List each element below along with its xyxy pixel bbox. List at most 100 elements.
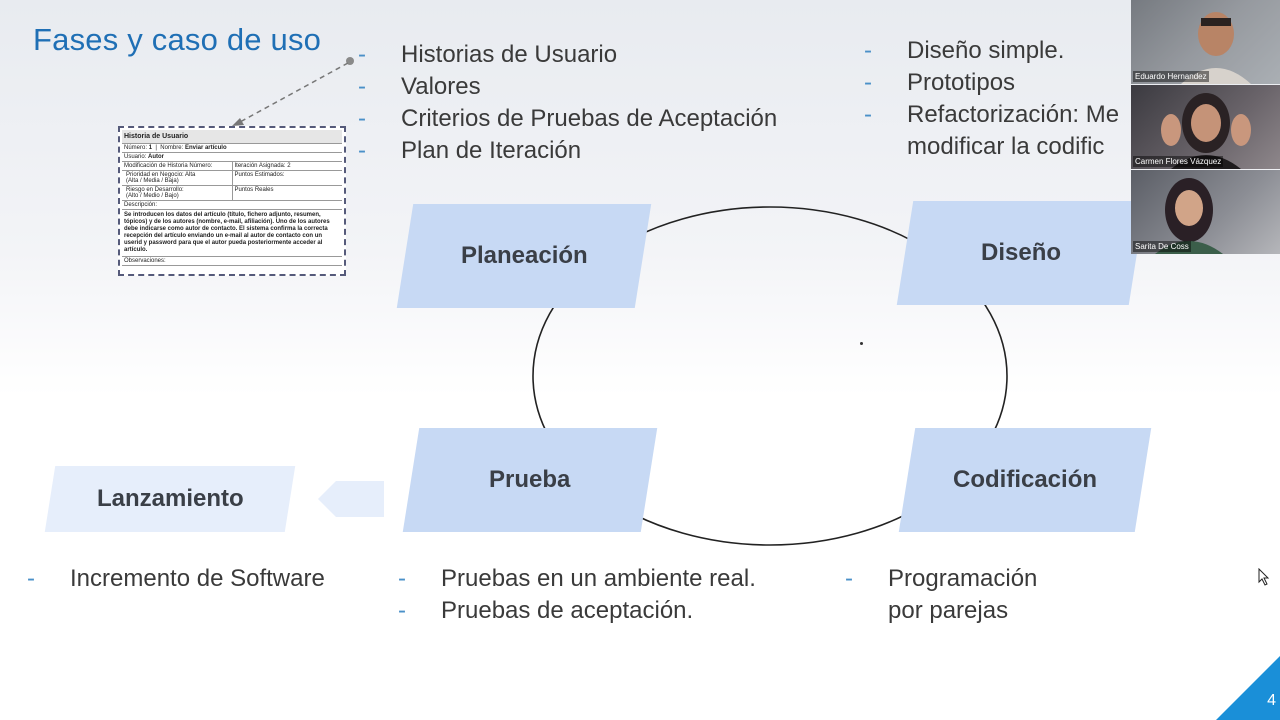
doc-nombre: Enviar artículo	[184, 145, 227, 151]
bullet-text: Criterios de Pruebas de Aceptación	[401, 105, 778, 132]
phase-label: Diseño	[980, 239, 1061, 266]
bullet-text: Pruebas de aceptación.	[441, 597, 694, 624]
list-item: - Prototipos	[864, 67, 1134, 99]
doc-puntos-estimados: Puntos Estimados:	[231, 171, 343, 185]
bullet-text: Historias de Usuario	[401, 41, 618, 68]
design-bullets: - Diseño simple. - Prototipos - Refactoriza…	[864, 35, 1134, 163]
bullet-text: Prototipos	[907, 69, 1016, 96]
list-item: - Criterios de Pruebas de Aceptación	[358, 103, 777, 135]
prueba-bullets: - Pruebas en un ambiente real. - Pruebas d…	[398, 563, 756, 627]
dash-marker: -	[864, 101, 872, 128]
participant-video-icon	[1131, 0, 1280, 84]
participant-tile[interactable]: Eduardo Hernandez	[1131, 0, 1280, 84]
stray-dot	[860, 342, 863, 345]
doc-riesgo-cell: Riesgo en Desarrollo: (Alto / Medio / Ba…	[122, 186, 232, 200]
doc-usuario-row: Usuario: Autor	[122, 153, 342, 162]
bullet-text: modificar la codific	[907, 133, 1105, 160]
cycle-ellipse-path	[532, 206, 1008, 546]
bullet-text: Valores	[401, 73, 481, 100]
doc-modificacion: Modificación de Historia Número:	[124, 163, 213, 169]
participant-name: Sarita De Coss	[1133, 241, 1191, 252]
dash-marker: -	[864, 37, 872, 64]
connector-line	[239, 62, 349, 123]
doc-riesgo-scale: (Alto / Medio / Bajo)	[126, 193, 179, 199]
dash-marker: -	[398, 565, 406, 592]
corner-accent	[1216, 656, 1280, 720]
doc-iteracion: Iteración Asignada: 2	[231, 162, 343, 170]
list-item: - Incremento de Software	[27, 563, 325, 595]
dash-marker: -	[358, 105, 366, 132]
doc-modificacion-row: Modificación de Historia Número: Iteraci…	[122, 162, 342, 171]
participant-name: Eduardo Hernandez	[1133, 71, 1209, 82]
doc-numero-row: Número: 1 | Nombre: Enviar artículo	[122, 144, 342, 153]
dash-marker: -	[358, 41, 366, 68]
page-number: 4	[1267, 692, 1276, 709]
list-item: - Programación	[845, 563, 1037, 595]
connector-arrowhead	[232, 118, 244, 126]
dash-marker: -	[864, 69, 872, 96]
participant-tile[interactable]: Carmen Flores Vázquez	[1131, 85, 1280, 169]
phase-prueba: Prueba	[402, 428, 658, 532]
list-item: - Diseño simple.	[864, 35, 1134, 67]
doc-riesgo-row: Riesgo en Desarrollo: (Alto / Medio / Ba…	[122, 186, 342, 201]
doc-prioridad: Prioridad en Negocio: Alta	[126, 172, 196, 178]
phase-diseno: Diseño	[896, 201, 1146, 305]
doc-nombre-label: Nombre:	[160, 145, 184, 151]
doc-usuario: Autor	[148, 154, 165, 160]
doc-prioridad-scale: (Alta / Media / Baja)	[126, 178, 179, 184]
list-item: - Valores	[358, 71, 777, 103]
doc-puntos-reales: Puntos Reales	[231, 186, 343, 200]
list-item: - Pruebas de aceptación.	[398, 595, 756, 627]
bullet-text: Programación	[888, 565, 1038, 592]
user-story-document: Historia de Usuario Número: 1 | Nombre: …	[118, 126, 346, 276]
list-item: por parejas	[845, 595, 1037, 627]
phase-lanzamiento: Lanzamiento	[44, 466, 296, 532]
bullet-text: Refactorización: Me	[907, 101, 1120, 128]
list-item: - Pruebas en un ambiente real.	[398, 563, 756, 595]
doc-numero: 1	[148, 145, 153, 151]
doc-descripcion-label: Descripción:	[122, 201, 342, 210]
dash-marker: -	[358, 137, 366, 164]
list-item: - Historias de Usuario	[358, 39, 777, 71]
participant-video-icon	[1161, 93, 1251, 169]
bullet-text: Diseño simple.	[907, 37, 1065, 64]
slide-title: Fases y caso de uso	[33, 22, 322, 57]
list-item: - Refactorización: Me	[864, 99, 1134, 131]
doc-prioridad-row: Prioridad en Negocio: Alta (Alta / Media…	[122, 171, 342, 186]
bullet-text: Incremento de Software	[70, 565, 325, 592]
codificacion-bullets: - Programación por parejas	[845, 563, 1037, 627]
dash-marker: -	[27, 565, 35, 592]
phase-label: Codificación	[952, 466, 1097, 493]
doc-descripcion: Se introducen los datos del artículo (tí…	[122, 210, 342, 257]
phase-planeacion: Planeación	[396, 204, 652, 308]
planning-bullets: - Historias de Usuario - Valores - Criterio…	[358, 39, 777, 167]
bullet-text: Plan de Iteración	[401, 137, 582, 164]
phase-label: Planeación	[460, 242, 588, 269]
phase-codificacion: Codificación	[898, 428, 1152, 532]
mouse-cursor-icon	[1258, 568, 1270, 586]
participant-name: Carmen Flores Vázquez	[1133, 156, 1224, 167]
list-item: modificar la codific	[864, 131, 1134, 163]
phase-label: Prueba	[489, 466, 571, 493]
arrow-left-icon	[318, 481, 384, 517]
doc-numero-label: Número:	[124, 145, 148, 151]
participant-tile[interactable]: Sarita De Coss	[1131, 170, 1280, 254]
doc-riesgo: Riesgo en Desarrollo:	[126, 187, 184, 193]
list-item: - Plan de Iteración	[358, 135, 777, 167]
doc-usuario-label: Usuario:	[124, 154, 147, 160]
bullet-text: por parejas	[888, 597, 1009, 624]
doc-observaciones: Observaciones:	[122, 257, 342, 266]
doc-prioridad-cell: Prioridad en Negocio: Alta (Alta / Media…	[122, 171, 232, 185]
participant-video-icon	[1155, 178, 1223, 254]
dash-marker: -	[358, 73, 366, 100]
video-participants-panel: Eduardo Hernandez Carmen Flores Vázquez …	[1131, 0, 1280, 255]
bullet-text: Pruebas en un ambiente real.	[441, 565, 756, 592]
doc-header: Historia de Usuario	[122, 130, 342, 144]
phase-label: Lanzamiento	[96, 485, 244, 512]
dash-marker: -	[845, 565, 853, 592]
dash-marker: -	[398, 597, 406, 624]
lanzamiento-bullets: - Incremento de Software	[27, 563, 325, 595]
